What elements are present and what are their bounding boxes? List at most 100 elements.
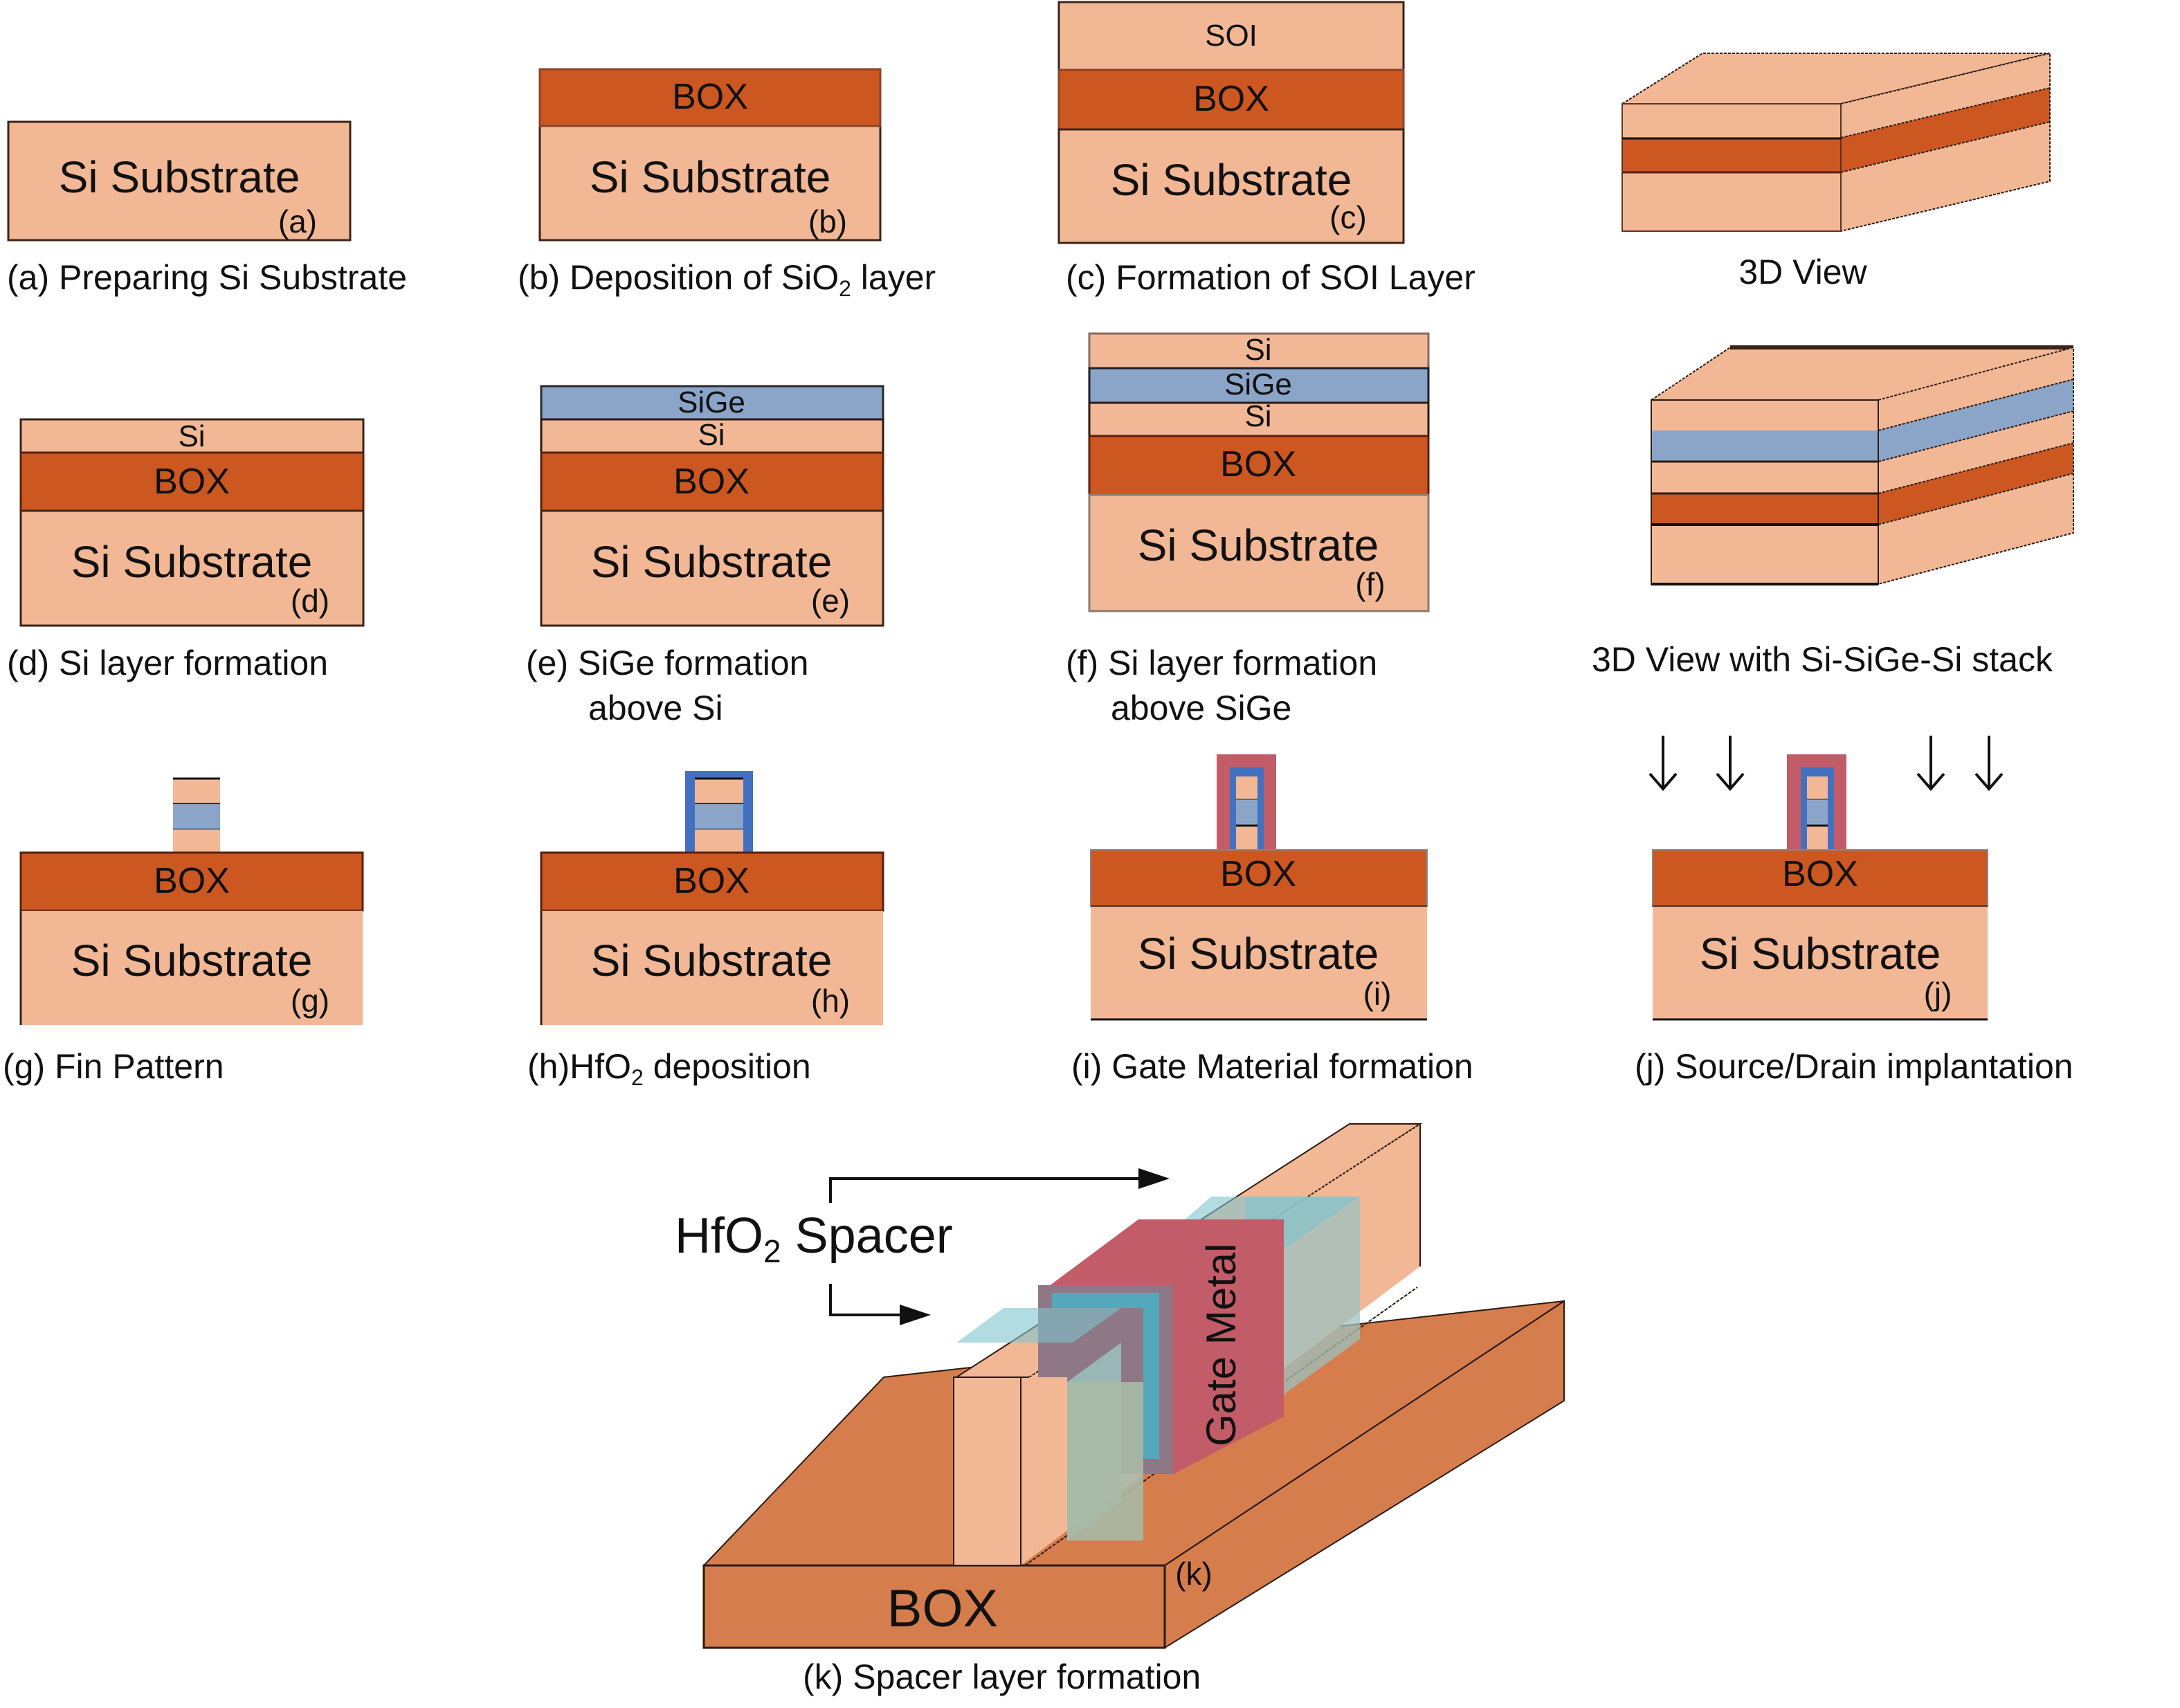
- down-arrow-icon: [1648, 736, 1678, 792]
- side-edge: [1840, 87, 2051, 138]
- top-face: [1651, 347, 2073, 400]
- box-layer: [1652, 849, 1988, 907]
- fin-si-top: [1236, 776, 1257, 799]
- si-layer: [540, 418, 884, 454]
- si-substrate-layer: [7, 120, 352, 242]
- front-substrate: [1622, 172, 1841, 231]
- panel-caption: (i) Gate Material formation: [1071, 1047, 1473, 1086]
- si-substrate-layer: [19, 509, 365, 627]
- gate-side-face: [1173, 1219, 1284, 1474]
- front-sige: [1651, 430, 1878, 462]
- side-sige: [1878, 379, 2073, 462]
- front-si-top: [1651, 400, 1878, 430]
- side-edge: [1878, 442, 2074, 494]
- panel-f: Si SiGe Si BOX Si Substrate (f) (f) Si l…: [1066, 332, 1430, 727]
- fin-sige: [1807, 799, 1828, 826]
- box-layer: [540, 851, 884, 912]
- fin-sige: [1236, 799, 1257, 826]
- side-edge: [1878, 473, 2074, 525]
- soi-label: SOI: [1205, 19, 1257, 53]
- si-substrate-label: Si Substrate: [1138, 929, 1379, 979]
- side-face-soi: [1841, 53, 2050, 138]
- panel-caption: 3D View with Si-SiGe-Si stack: [1592, 640, 2053, 679]
- side-edge: [1878, 410, 2074, 462]
- top-edge: [1651, 347, 1731, 401]
- si-substrate-label: Si Substrate: [71, 537, 313, 587]
- panel-c: SOI BOX Si Substrate (c) (c) Formation o…: [1057, 1, 1475, 297]
- si-substrate-label: Si Substrate: [1700, 929, 1941, 979]
- sige-layer: [1088, 367, 1430, 404]
- panel-caption: (a) Preparing Si Substrate: [7, 258, 407, 297]
- sige-label: SiGe: [678, 385, 745, 419]
- box-label: BOX: [887, 1579, 999, 1638]
- panel-caption: (k) Spacer layer formation: [803, 1657, 1201, 1696]
- panel-caption-line2: above Si: [588, 689, 723, 727]
- box-label: BOX: [1782, 854, 1858, 894]
- fin-front-face: [953, 1377, 1021, 1566]
- front-si: [1651, 462, 1878, 493]
- si-layer: [19, 418, 365, 454]
- panel-3d-view: 3D View: [1619, 52, 2051, 291]
- fin-si-top: [173, 779, 220, 803]
- si-substrate-layer: [540, 509, 884, 627]
- box-layer: [1088, 435, 1430, 496]
- fin-si-bottom: [1807, 826, 1828, 850]
- panel-i: BOX Si Substrate (i) (i) Gate Material f…: [1071, 754, 1473, 1086]
- panel-a: Si Substrate (a) (a) Preparing Si Substr…: [7, 120, 407, 297]
- si-label: Si: [698, 418, 725, 452]
- si-substrate-layer: [1088, 493, 1430, 612]
- panel-b: BOX Si Substrate (b) (b) Deposition of S…: [518, 68, 936, 301]
- callout-arrow-bottom: [829, 1284, 931, 1325]
- panel-tag: (h): [811, 983, 850, 1019]
- si-substrate-layer: [21, 911, 363, 1025]
- panel-h: BOX Si Substrate (h) (h)HfO2 deposition: [527, 771, 884, 1090]
- implant-arrows: [1648, 736, 2004, 792]
- si-label: Si: [1244, 399, 1271, 433]
- box-ridge-line: [1164, 1300, 1565, 1566]
- box-label: BOX: [673, 861, 750, 901]
- panel-tag: (a): [278, 203, 317, 239]
- side-edge: [1878, 379, 2074, 431]
- panel-tag: (g): [291, 983, 329, 1019]
- panel-tag: (b): [808, 203, 847, 239]
- spacer-label: HfO2 Spacer: [675, 1208, 953, 1269]
- side-substrate: [1878, 473, 2073, 584]
- si-substrate-label: Si Substrate: [591, 936, 833, 985]
- box-label: BOX: [673, 462, 750, 502]
- soi-layer: [1057, 1, 1405, 71]
- panel-caption: (j) Source/Drain implantation: [1635, 1047, 2073, 1086]
- side-si-top: [1878, 347, 2073, 430]
- si-substrate-layer: [1091, 907, 1427, 1019]
- si-label: Si: [178, 419, 205, 453]
- box-label: BOX: [1220, 444, 1296, 484]
- panel-tag: (d): [291, 583, 329, 619]
- panel-tag: (j): [1924, 976, 1952, 1012]
- front-soi: [1622, 104, 1841, 138]
- callout-arrow-top: [829, 1168, 1170, 1203]
- box-label: BOX: [1220, 854, 1296, 894]
- panel-caption-line2: above SiGe: [1111, 689, 1291, 727]
- fin-sige: [695, 803, 743, 829]
- si-substrate-layer: [538, 125, 882, 242]
- panel-tag: (c): [1329, 199, 1367, 235]
- panel-tag: (e): [811, 583, 850, 619]
- si-substrate-label: Si Substrate: [71, 936, 313, 985]
- box-front-face: [702, 1564, 1166, 1649]
- box-layer: [538, 68, 882, 127]
- side-edge: [1840, 121, 2051, 173]
- arrowhead-icon: [1138, 1168, 1170, 1189]
- panel-e: SiGe Si BOX Si Substrate (e) (e) SiGe fo…: [526, 385, 884, 727]
- front-box: [1622, 138, 1841, 172]
- sige-label: SiGe: [1224, 367, 1292, 401]
- down-arrow-icon: [1974, 736, 2004, 792]
- panel-j: BOX Si Substrate (j) (j) Source/Drain im…: [1635, 736, 2073, 1086]
- box-layer: [540, 451, 884, 512]
- side-face-box: [1841, 88, 2050, 172]
- side-si: [1878, 411, 2073, 493]
- hfo2-liner-vertical: [1143, 1293, 1159, 1459]
- panel-d: Si BOX Si Substrate (d) (d) Si layer for…: [7, 418, 365, 682]
- box-layer: [1090, 849, 1428, 907]
- side-edge: [1840, 52, 2051, 232]
- panel-caption: (b) Deposition of SiO2 layer: [518, 258, 936, 301]
- si-substrate-layer: [541, 911, 883, 1025]
